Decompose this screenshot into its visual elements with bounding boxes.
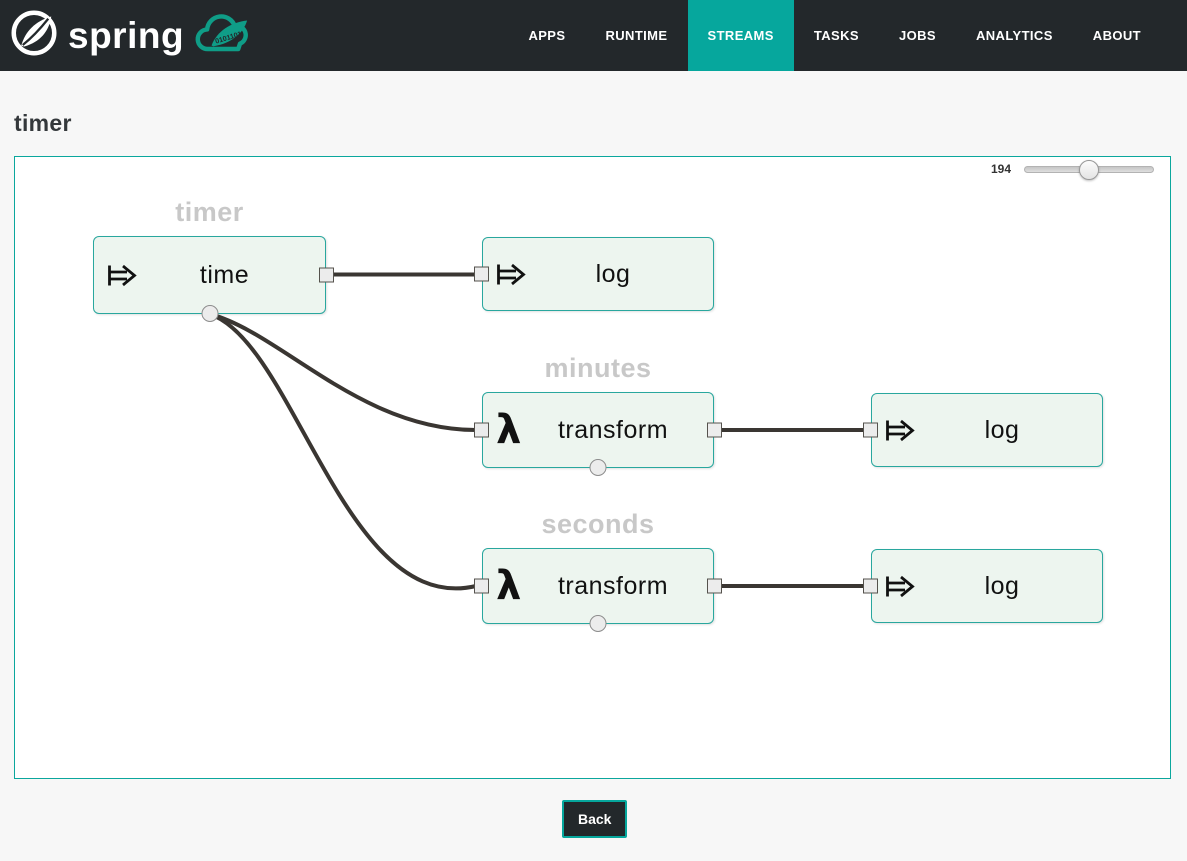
zoom-slider[interactable]: [1024, 159, 1154, 180]
nav-item-jobs[interactable]: JOBS: [898, 28, 936, 43]
cloud-dataflow-icon: 0101101: [192, 8, 256, 63]
tap-port[interactable]: [589, 615, 607, 632]
zoom-value: 194: [990, 162, 1011, 176]
node-transform-seconds[interactable]: λ transform: [474, 548, 722, 632]
node-transform-minutes[interactable]: λ transform: [474, 392, 722, 476]
nav-item-tasks[interactable]: TASKS: [813, 28, 859, 43]
stream-label-timer: timer: [175, 197, 244, 227]
top-navbar: spring 0101101 APPS RUNTIME STREAMS TASK…: [0, 0, 1187, 71]
flow-canvas[interactable]: 194 timer minutes seconds time: [14, 156, 1171, 779]
node-label: log: [595, 259, 631, 288]
nav-item-runtime[interactable]: RUNTIME: [605, 28, 668, 43]
links-layer: [208, 272, 871, 591]
link-tap-time-to-transform-minutes[interactable]: [209, 312, 477, 432]
output-port[interactable]: [707, 422, 722, 438]
link-tap-time-to-transform-seconds[interactable]: [208, 312, 477, 591]
input-port[interactable]: [863, 578, 878, 594]
page-title: timer: [14, 110, 72, 136]
main-nav: APPS RUNTIME STREAMS TASKS JOBS ANALYTIC…: [508, 0, 1161, 71]
brand-link[interactable]: spring 0101101: [0, 8, 256, 63]
stream-arrow-icon: [107, 264, 137, 287]
output-port[interactable]: [707, 578, 722, 594]
tap-port[interactable]: [201, 305, 218, 322]
tap-port[interactable]: [589, 459, 607, 476]
spring-leaf-icon: [10, 9, 58, 62]
brand-wordmark: spring: [68, 15, 185, 56]
nav-item-analytics[interactable]: ANALYTICS: [975, 28, 1053, 43]
node-log-seconds[interactable]: log: [863, 549, 1103, 623]
input-port[interactable]: [474, 578, 489, 594]
node-log-minutes[interactable]: log: [863, 393, 1103, 467]
stream-arrow-icon: [885, 419, 915, 442]
node-label: time: [199, 260, 250, 289]
nav-item-streams[interactable]: STREAMS: [687, 0, 794, 71]
stream-arrow-icon: [885, 575, 915, 598]
stream-label-seconds: seconds: [541, 509, 655, 539]
back-button[interactable]: Back: [562, 800, 628, 838]
input-port[interactable]: [863, 422, 878, 438]
stream-label-minutes: minutes: [544, 353, 652, 383]
nav-item-apps[interactable]: APPS: [528, 28, 566, 43]
zoom-control: 194: [990, 159, 1154, 180]
node-label: log: [984, 415, 1020, 444]
stream-arrow-icon: [496, 263, 526, 286]
input-port[interactable]: [474, 266, 489, 282]
output-port[interactable]: [319, 267, 334, 283]
node-label: log: [984, 571, 1020, 600]
node-log-timer[interactable]: log: [474, 237, 714, 311]
lambda-icon: λ: [496, 563, 522, 609]
node-label: transform: [557, 415, 669, 444]
nav-item-about[interactable]: ABOUT: [1092, 28, 1141, 43]
node-time[interactable]: time: [93, 236, 334, 322]
zoom-slider-thumb[interactable]: [1079, 159, 1099, 180]
input-port[interactable]: [474, 422, 489, 438]
node-label: transform: [557, 571, 669, 600]
lambda-icon: λ: [496, 407, 522, 453]
